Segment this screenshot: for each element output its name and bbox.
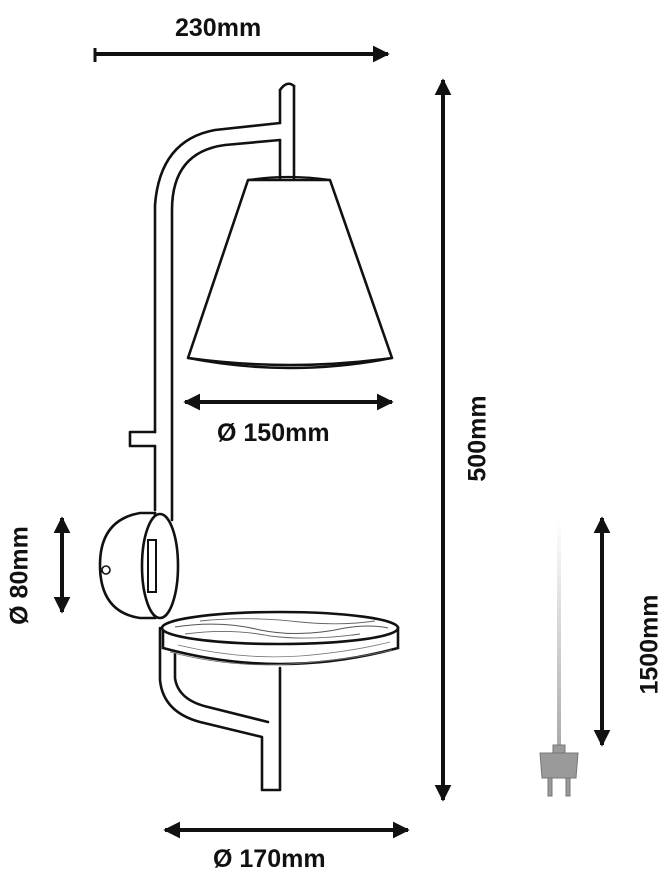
width-label: 230mm — [175, 14, 262, 42]
shelf-diameter-label: Ø 170mm — [213, 845, 326, 873]
lamp-shade — [186, 175, 394, 370]
cable-length-label: 1500mm — [635, 594, 664, 695]
wooden-shelf — [160, 610, 400, 666]
side-peg — [128, 430, 157, 448]
screw-icon — [101, 565, 111, 575]
power-cable — [557, 520, 561, 752]
upper-arm — [153, 121, 282, 434]
shade-diameter-label: Ø 150mm — [217, 419, 330, 447]
lamp-outline — [128, 82, 296, 792]
base-diameter-label: Ø 80mm — [5, 526, 34, 625]
width-dimension-arrow — [93, 45, 390, 63]
wall-mount-base — [98, 511, 180, 620]
height-label: 500mm — [463, 395, 492, 482]
plug-icon — [539, 744, 579, 797]
lower-arm — [158, 626, 282, 792]
